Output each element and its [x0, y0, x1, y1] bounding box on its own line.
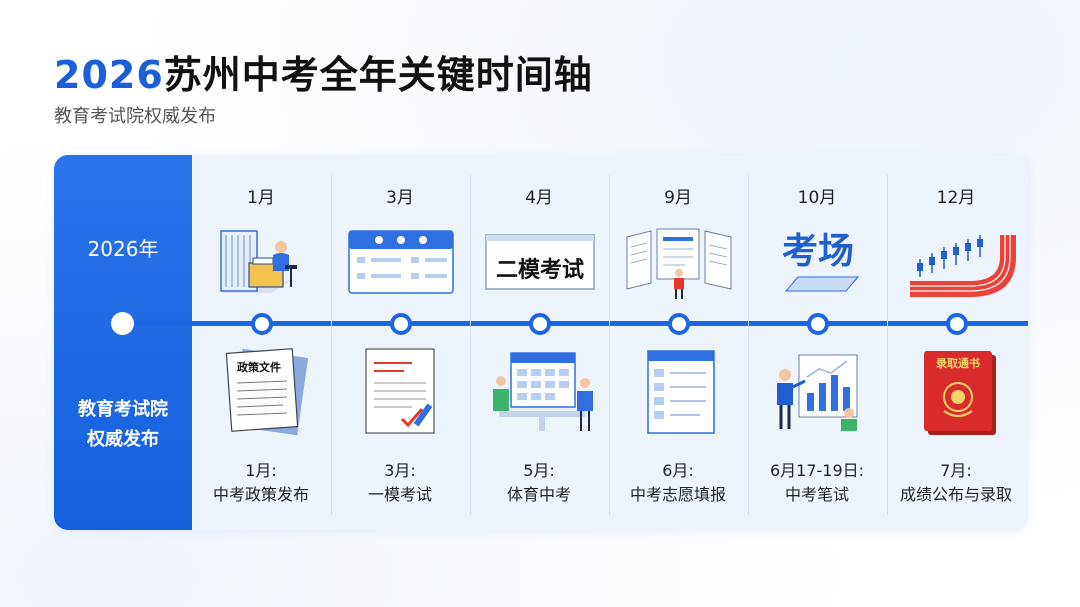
admission-text: 录取通书 [936, 356, 980, 370]
month-label: 1月 [247, 188, 275, 208]
event-name: 成绩公布与录取 [899, 485, 1012, 504]
event-date: 5月: [523, 461, 555, 480]
presentation-icon [626, 228, 732, 299]
month-label: 3月 [386, 188, 414, 208]
event-name: 中考政策发布 [212, 485, 309, 504]
column-divider [748, 175, 749, 515]
analytics-chart-icon [777, 354, 858, 431]
exam-banner-icon: 二模考试 [485, 234, 595, 290]
running-track-icon [910, 235, 1016, 297]
month-label: 12月 [936, 188, 976, 208]
month-label: 10月 [797, 188, 837, 208]
event-name: 体育中考 [506, 485, 571, 504]
event-date: 1月: [245, 461, 277, 480]
column-divider [470, 175, 471, 515]
exam-venue-icon: 考场 [782, 231, 860, 292]
title-text: 苏州中考全年关键时间轴 [163, 53, 593, 97]
issuer-line-1: 教育考试院 [78, 399, 168, 420]
year-label: 2026年 [87, 237, 159, 261]
venue-text: 考场 [782, 231, 854, 272]
admission-notice-icon: 录取通书 [924, 351, 996, 435]
title-year: 2026 [54, 53, 164, 97]
month-label: 9月 [664, 188, 692, 208]
issuer-line-2: 权威发布 [87, 429, 159, 450]
policy-doc-text: 政策文件 [237, 360, 281, 374]
event-date: 6月: [662, 461, 694, 480]
event-date: 7月: [940, 461, 972, 480]
timeline-axis [124, 321, 1028, 326]
timeline-node [529, 313, 551, 335]
calendar-icon [348, 230, 454, 294]
event-name: 中考志愿填报 [629, 485, 726, 504]
year-panel: 2026年 教育考试院 权威发布 [54, 155, 192, 530]
issuer-label: 教育考试院 权威发布 [54, 395, 192, 455]
mock-exam-text: 二模考试 [496, 258, 584, 283]
timeline-start-dot [111, 312, 134, 335]
policy-document-icon: 政策文件 [225, 348, 309, 436]
column-divider [887, 175, 888, 515]
timeline-card: 2026年 教育考试院 权威发布 1月 政策文件 [54, 155, 1028, 530]
checklist-document-icon [365, 348, 435, 434]
timeline-node [251, 313, 273, 335]
event-date: 6月17-19日: [769, 461, 865, 480]
office-desk-icon [220, 230, 297, 293]
month-label: 4月 [525, 188, 553, 208]
event-name: 一模考试 [367, 485, 432, 504]
timeline-node [668, 313, 690, 335]
event-date: 3月: [384, 461, 416, 480]
timeline-node [946, 313, 968, 335]
page-subtitle: 教育考试院权威发布 [54, 106, 216, 127]
column-divider [331, 175, 332, 515]
event-name: 中考笔试 [784, 485, 849, 504]
page-title: 2026苏州中考全年关键时间轴 [54, 44, 593, 99]
timeline-node [807, 313, 829, 335]
schedule-board-icon [493, 352, 593, 431]
column-divider [609, 175, 610, 515]
application-form-icon [647, 350, 715, 434]
timeline-node [390, 313, 412, 335]
